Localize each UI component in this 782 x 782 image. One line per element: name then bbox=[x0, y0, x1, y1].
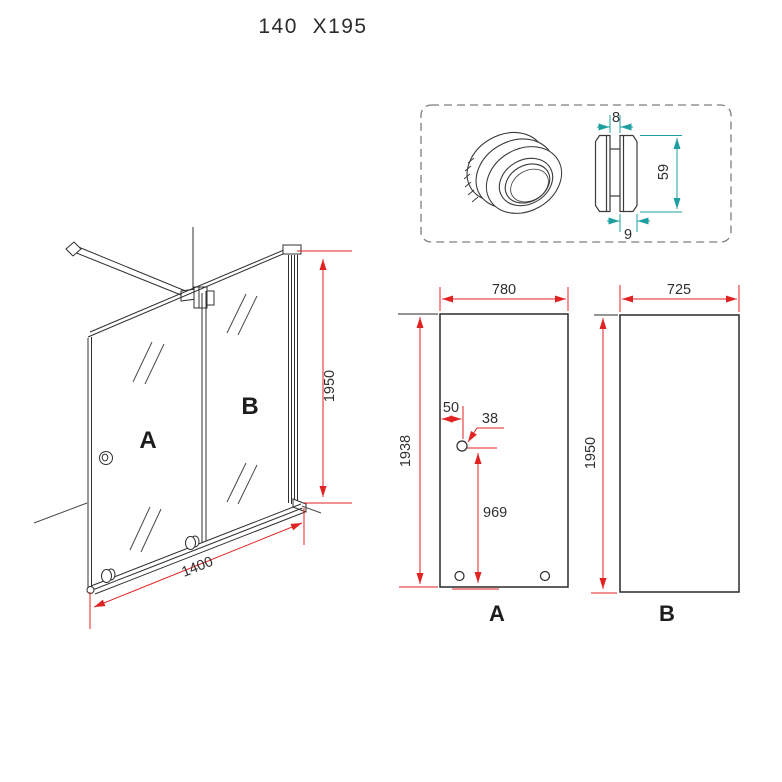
glass-top-edge bbox=[87, 244, 302, 338]
glass-hatch-marks bbox=[129, 293, 258, 553]
panel-b-outline bbox=[619, 314, 740, 593]
panel-b-label: B bbox=[659, 601, 675, 626]
top-bracket bbox=[180, 286, 215, 309]
floor-line bbox=[33, 502, 88, 524]
iso-panel-b-label: B bbox=[241, 393, 258, 420]
panel-a-hole-diameter-dim-label: 38 bbox=[482, 411, 498, 427]
support-bar bbox=[65, 241, 189, 298]
panel-a-label: A bbox=[489, 601, 505, 626]
panel-a-height-dim-label: 1938 bbox=[398, 435, 414, 467]
panel-a-left-edge bbox=[87, 337, 92, 589]
panel-b-height-dim-label: 1950 bbox=[583, 437, 599, 469]
wall-profile bbox=[288, 255, 307, 513]
roller-right bbox=[185, 535, 200, 550]
bottom-hole-right bbox=[539, 570, 551, 582]
panel-b-width-dim-label: 725 bbox=[667, 282, 691, 298]
panel-b-left-edge bbox=[201, 291, 207, 543]
dashed-border bbox=[420, 104, 732, 243]
dimension-1400-line bbox=[93, 522, 303, 608]
handle-hole bbox=[456, 440, 468, 452]
panel-b-drawing: 725 1950 B bbox=[583, 282, 740, 626]
dimension-38-leader bbox=[467, 427, 478, 443]
roller-dimensions bbox=[597, 115, 682, 232]
panel-a-holes bbox=[454, 440, 551, 582]
panel-a-width-dim-label: 780 bbox=[492, 282, 516, 298]
roller-3d-drawing bbox=[463, 131, 563, 214]
iso-dimensions bbox=[89, 250, 352, 629]
page-title: 140 X195 bbox=[258, 15, 367, 38]
roller-left bbox=[101, 568, 116, 583]
roller-detail-box: 8 59 9 bbox=[420, 104, 732, 243]
isometric-view bbox=[33, 227, 322, 595]
panel-b-dimensions bbox=[591, 285, 740, 594]
panel-a-dimensions bbox=[399, 287, 569, 590]
panel-a-hole-offset-dim-label: 50 bbox=[443, 400, 459, 416]
iso-height-dim-label: 1950 bbox=[322, 370, 338, 402]
roller-width-dim-label: 9 bbox=[624, 227, 632, 243]
panel-a-hole-height-dim-label: 969 bbox=[483, 505, 507, 521]
bottom-hole-left bbox=[454, 570, 465, 582]
roller-profile-drawing bbox=[594, 134, 638, 213]
bottom-rail bbox=[86, 503, 306, 595]
iso-panel-a-label: A bbox=[139, 427, 156, 454]
iso-width-dim-label: 1400 bbox=[180, 554, 216, 581]
panel-a-drawing: 780 1938 50 38 969 A bbox=[398, 282, 569, 626]
knurl-hatch bbox=[463, 157, 479, 203]
roller-gap-dim-label: 8 bbox=[612, 110, 620, 126]
wall-tick bbox=[301, 505, 322, 514]
roller-diameter-dim-label: 59 bbox=[656, 164, 672, 180]
handle-knob bbox=[99, 451, 113, 465]
